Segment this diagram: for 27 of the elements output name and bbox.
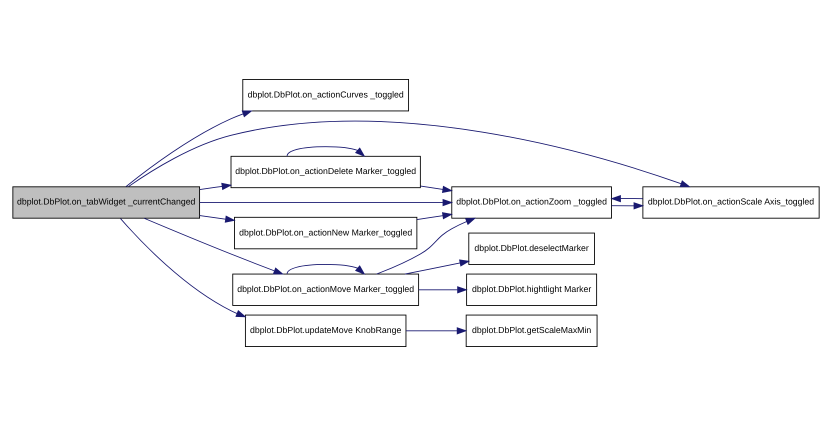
- arrow: [610, 194, 644, 202]
- arrow: [418, 286, 468, 294]
- arrow: [416, 212, 453, 220]
- node-box: dbplot.DbPlot.on_actionCurves _toggled: [242, 79, 410, 112]
- node-box: dbplot.DbPlot.on_actionScale Axis_toggled: [642, 186, 820, 219]
- node-box: dbplot.DbPlot.hightlight Marker: [466, 274, 598, 306]
- arrow: [126, 110, 253, 188]
- arrow: [199, 215, 236, 223]
- node-box: dbplot.DbPlot.on_actionMove Marker_toggled: [232, 274, 420, 306]
- arrow: [286, 264, 366, 275]
- node-box: dbplot.DbPlot.on_tabWidget _currentChanged: [12, 186, 200, 219]
- arrow: [144, 218, 284, 274]
- node-box: dbplot.DbPlot.on_actionZoom _toggled: [451, 186, 612, 219]
- node-box: dbplot.DbPlot.on_actionNew Marker_toggled: [234, 216, 418, 250]
- node-box: dbplot.DbPlot.deselectMarker: [468, 232, 595, 265]
- arrow: [120, 218, 246, 318]
- arrow: [420, 186, 453, 193]
- node-box: dbplot.DbPlot.getScaleMaxMin: [466, 314, 598, 347]
- arrow: [406, 327, 468, 334]
- arrow: [611, 202, 644, 210]
- arrow: [376, 218, 476, 274]
- arrow: [286, 146, 366, 158]
- node-box: dbplot.DbPlot.updateMove KnobRange: [244, 314, 406, 347]
- arrow: [404, 259, 470, 274]
- arrow: [199, 182, 232, 190]
- node-box: dbplot.DbPlot.on_actionDelete Marker_toggled: [230, 156, 421, 188]
- arrow: [199, 198, 454, 206]
